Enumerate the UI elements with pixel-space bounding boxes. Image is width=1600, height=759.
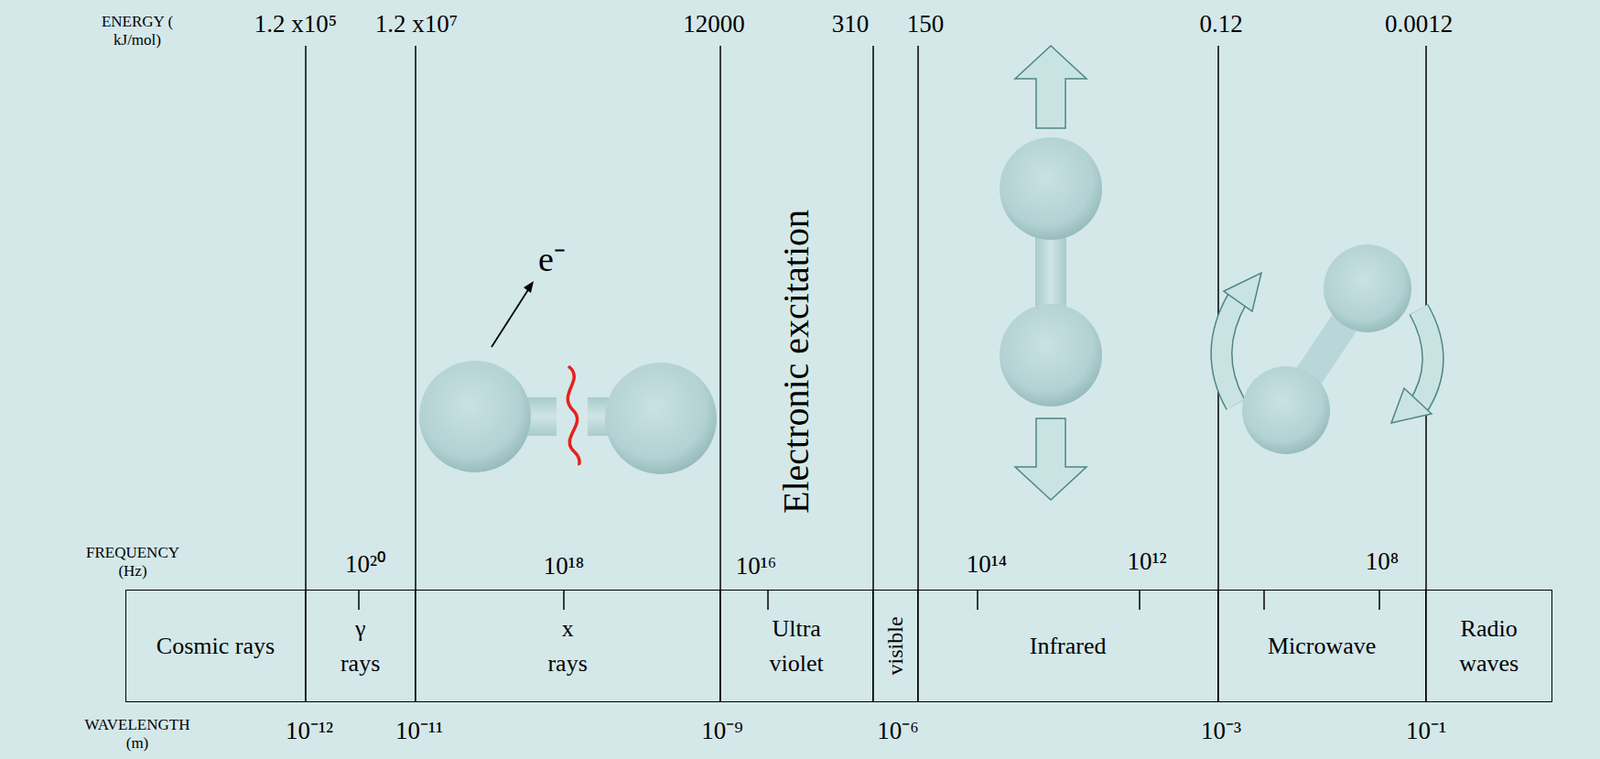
atom — [419, 360, 531, 473]
axis-value: 10¹⁸ — [543, 551, 585, 581]
rotation-arrow — [1416, 309, 1434, 409]
axis-value: 10²⁰ — [345, 550, 386, 579]
band-label: Radio waves — [1443, 611, 1536, 681]
atom — [605, 362, 717, 475]
axis-value: 0.12 — [1199, 10, 1243, 39]
axis-value: 10⁻¹² — [285, 716, 334, 746]
axis-value: 10¹² — [1126, 547, 1167, 576]
vibrating-molecule — [999, 45, 1103, 500]
arrowhead — [1391, 388, 1432, 423]
frequency-ticks — [358, 589, 1380, 610]
axis-value: 0.0012 — [1384, 10, 1453, 39]
spectrum-band: visible — [872, 589, 919, 703]
block-arrow — [1015, 45, 1087, 129]
axis-value: 1.2 x10⁷ — [375, 10, 458, 39]
rotation-arrow — [1221, 298, 1238, 405]
axis-title: FREQUENCY (Hz) — [82, 543, 184, 580]
tick — [767, 589, 769, 610]
band-label: γ rays — [333, 611, 389, 681]
spectrum-band: Cosmic rays — [125, 589, 306, 703]
spectrum-band: Ultra violet — [719, 589, 874, 703]
atom — [999, 137, 1103, 240]
arrowhead — [523, 281, 534, 293]
axis-value: 310 — [832, 10, 870, 39]
axis-value: 10¹⁶ — [735, 551, 778, 581]
axis-value: 12000 — [682, 10, 746, 39]
block-arrow — [1015, 418, 1087, 500]
rotation-arrow — [1221, 298, 1238, 405]
axis-value: 10¹⁴ — [966, 550, 1008, 579]
axis-value: 10⁻⁹ — [701, 716, 743, 746]
rotation-arrow — [1416, 309, 1434, 409]
spectrum-band: Radio waves — [1425, 589, 1553, 703]
band-label: visible — [879, 616, 912, 675]
axis-value: 10⁸ — [1365, 547, 1399, 576]
axis-title: WAVELENGTH (m) — [82, 715, 193, 752]
tick — [357, 589, 360, 610]
axis-value: 10⁻¹ — [1405, 716, 1447, 746]
band-label: x rays — [540, 611, 595, 681]
band-label: Infrared — [958, 628, 1179, 664]
tick — [562, 589, 565, 610]
divider-lines — [305, 45, 1427, 703]
axis-value: 10⁻⁶ — [876, 716, 919, 746]
tick — [976, 589, 979, 610]
axis-value: 1.2 x10⁵ — [254, 10, 337, 39]
atom — [1323, 244, 1412, 333]
axis-value: 10⁻¹¹ — [395, 716, 444, 746]
spectrum-band: x rays — [414, 589, 721, 703]
ionized-molecule — [419, 281, 717, 475]
tick — [1138, 589, 1141, 610]
electron-label: e⁻ — [538, 239, 566, 281]
band-label: Microwave — [1230, 628, 1414, 664]
spectrum-band: Infrared — [917, 589, 1219, 703]
axis-title: ENERGY ( kJ/mol) — [91, 12, 184, 49]
band-label: Ultra violet — [750, 611, 843, 681]
arrowhead — [1223, 272, 1262, 312]
electron-arrow — [491, 288, 530, 347]
atom — [999, 303, 1103, 407]
spectrum-band: γ rays — [304, 589, 416, 703]
atom — [1242, 366, 1330, 455]
spectrum-band: Microwave — [1217, 589, 1427, 703]
tick — [1263, 589, 1265, 610]
region-annotation: Electronic excitation — [775, 209, 818, 514]
tick — [1378, 589, 1381, 610]
rotating-molecule — [1221, 244, 1433, 455]
axis-value: 10⁻³ — [1200, 716, 1242, 746]
break-mark — [567, 366, 580, 465]
axis-value: 150 — [907, 10, 945, 39]
band-label: Cosmic rays — [156, 628, 276, 664]
